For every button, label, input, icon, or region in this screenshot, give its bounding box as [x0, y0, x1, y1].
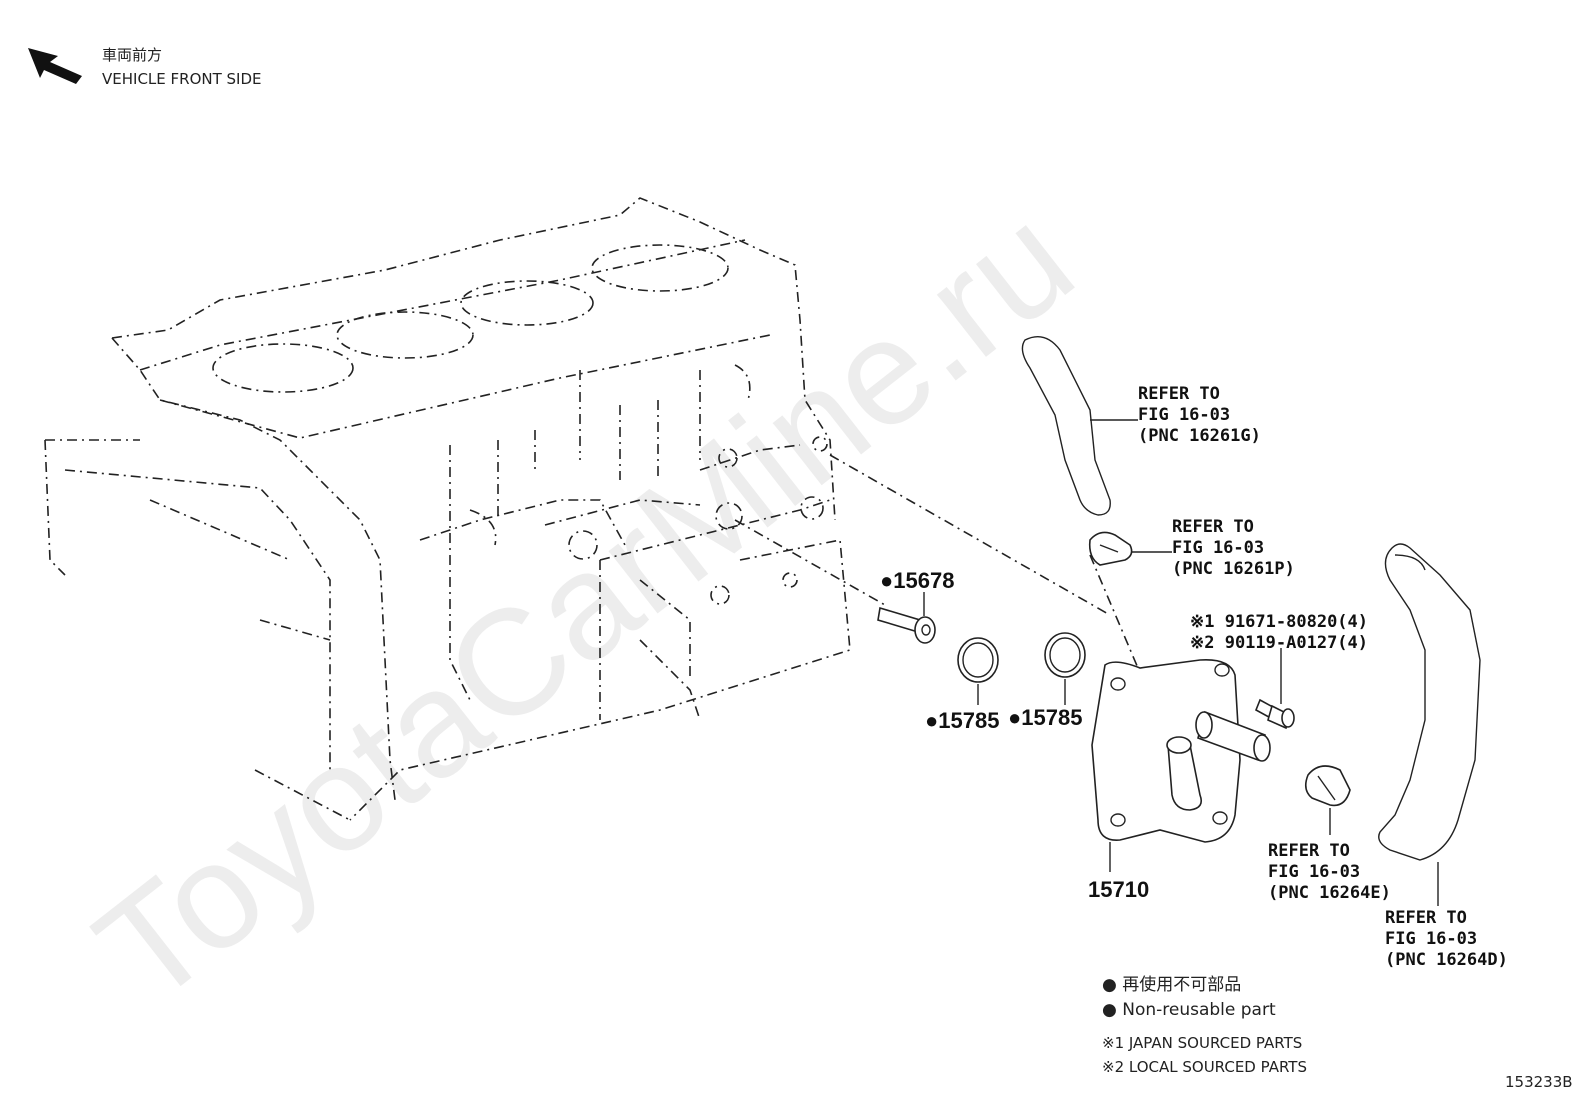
callout-lower-hose-line3: (PNC 16264D): [1385, 950, 1508, 970]
alignment-line-oil-cooler: [829, 454, 1111, 616]
engine-block-phantom: [44, 197, 851, 821]
part-label-15678: ●15678: [880, 568, 954, 593]
alignment-line-hose: [1089, 554, 1161, 721]
callout-lower-clamp-line3: (PNC 16264E): [1268, 883, 1391, 903]
callout-upper-clamp-line2: FIG 16-03: [1172, 538, 1264, 558]
lower-hose-phantom: [1378, 543, 1481, 861]
part-label-15785-b: ●15785: [1008, 705, 1082, 730]
legend-local-sourced: ※2 LOCAL SOURCED PARTS: [1102, 1058, 1307, 1076]
bolt-label-1: ※1 91671-80820(4): [1190, 612, 1368, 632]
bolt-label-2: ※2 90119-A0127(4): [1190, 633, 1368, 653]
lower-clamp-icon: [1304, 765, 1351, 807]
upper-hose-phantom: [1021, 336, 1111, 516]
callout-lower-clamp-line1: REFER TO: [1268, 841, 1350, 861]
legend-japan-sourced: ※1 JAPAN SOURCED PARTS: [1102, 1034, 1302, 1052]
part-label-15710: 15710: [1088, 877, 1149, 902]
orientation-jp: 車両前方: [102, 46, 162, 64]
callout-upper-clamp-line3: (PNC 16261P): [1172, 559, 1295, 579]
callout-upper-hose-line1: REFER TO: [1138, 384, 1220, 404]
union-bolt-15678: [877, 606, 936, 644]
watermark: ToyotaCarMine.ru: [66, 174, 1102, 1035]
callout-lower-clamp-line2: FIG 16-03: [1268, 862, 1360, 882]
legend-nonreusable-jp: ● 再使用不可部品: [1102, 974, 1241, 995]
part-label-15785-a: ●15785: [925, 708, 999, 733]
vehicle-front-arrow-icon: [28, 48, 82, 84]
orientation-en: VEHICLE FRONT SIDE: [102, 70, 262, 88]
o-ring-15785-b: [1044, 632, 1086, 678]
legend-nonreusable-en: ● Non-reusable part: [1102, 1000, 1276, 1020]
callout-upper-clamp-line1: REFER TO: [1172, 517, 1254, 537]
o-ring-15785-a: [957, 637, 999, 683]
upper-clamp-icon: [1088, 531, 1133, 566]
callout-lower-hose-line2: FIG 16-03: [1385, 929, 1477, 949]
callout-upper-hose-line2: FIG 16-03: [1138, 405, 1230, 425]
alignment-line-union: [734, 519, 886, 606]
callout-lower-hose-line1: REFER TO: [1385, 908, 1467, 928]
oil-cooler-15710: [1091, 658, 1271, 843]
callout-upper-hose-line3: (PNC 16261G): [1138, 426, 1261, 446]
bolt-91671-icon: [1254, 698, 1295, 730]
figure-id: 153233B: [1505, 1073, 1573, 1091]
